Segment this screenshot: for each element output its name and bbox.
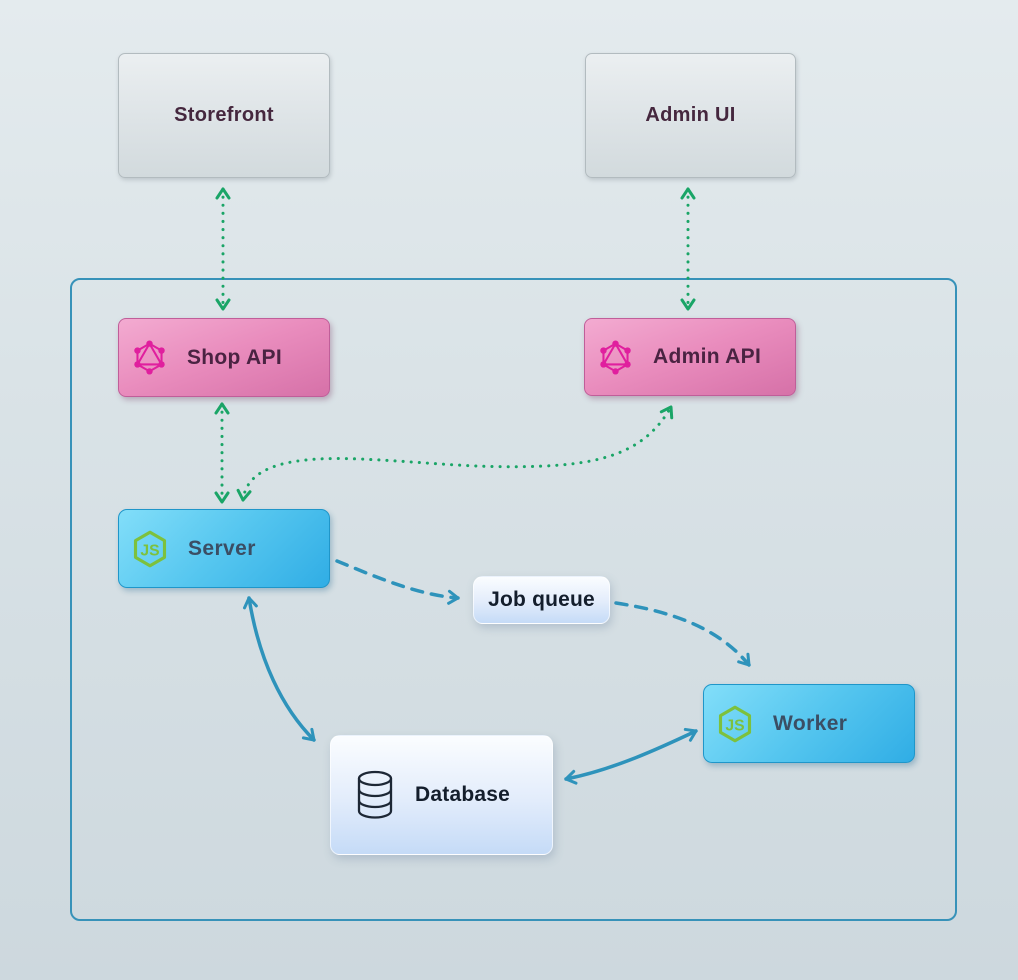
node-admin-ui-label: Admin UI [645,104,736,126]
node-job-queue: Job queue [473,576,610,624]
graphql-icon [134,340,165,375]
graphql-icon [600,339,631,375]
node-server: JS Server [118,509,330,588]
node-admin-api-label: Admin API [653,345,762,368]
node-storefront: Storefront [118,53,330,178]
node-database-label: Database [415,783,510,806]
node-server-label: Server [188,536,256,560]
node-job-queue-label: Job queue [488,588,595,611]
nodejs-icon: JS [718,705,752,742]
svg-text:JS: JS [140,542,159,559]
node-worker: JS Worker [703,684,915,763]
nodejs-icon: JS [133,530,167,567]
node-admin-ui: Admin UI [585,53,796,178]
svg-text:JS: JS [725,717,744,734]
node-database: Database [330,735,553,855]
node-shop-api-label: Shop API [187,345,282,369]
database-icon [357,770,393,819]
node-storefront-label: Storefront [174,104,274,126]
backend-boundary-container [70,278,957,921]
node-shop-api: Shop API [118,318,330,397]
node-admin-api: Admin API [584,318,796,396]
node-worker-label: Worker [773,711,848,735]
